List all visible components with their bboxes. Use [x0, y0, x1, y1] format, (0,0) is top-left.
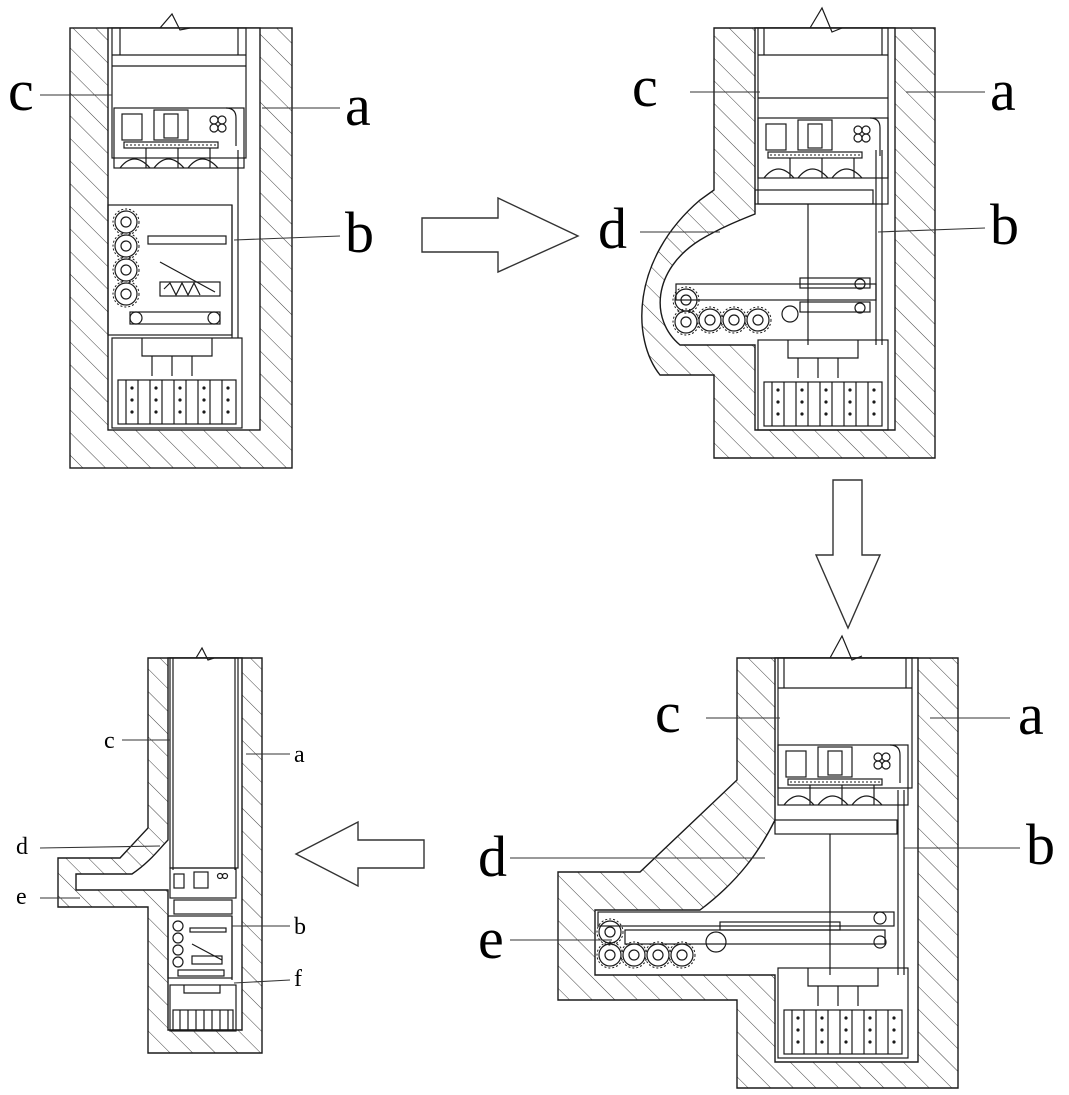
label-e-panel-4: e [16, 884, 27, 910]
label-b-panel-1: b [345, 200, 374, 265]
label-b-panel-3: b [1026, 812, 1055, 877]
arrow-right [421, 196, 580, 274]
label-b-panel-4: b [294, 914, 306, 940]
label-c-panel-2: c [632, 54, 658, 119]
label-f-panel-4: f [294, 966, 302, 992]
label-d-panel-4: d [16, 834, 28, 860]
arrow-down [814, 479, 882, 630]
panel-4 [57, 646, 263, 1054]
labels: c a b c a b d c a b d e c a d e b f [8, 54, 1055, 992]
label-a-panel-4: a [294, 742, 305, 768]
label-a-panel-3: a [1018, 682, 1044, 747]
label-b-panel-2: b [990, 192, 1019, 257]
label-a-panel-1: a [345, 73, 371, 138]
label-d-panel-2: d [598, 196, 627, 261]
label-d-panel-3: d [478, 824, 507, 889]
leader-lines [39, 91, 1020, 984]
panel-2 [641, 6, 936, 459]
label-c-panel-3: c [655, 680, 681, 745]
panel-1 [69, 12, 293, 469]
label-c-panel-4: c [104, 728, 115, 754]
arrow-left [294, 820, 425, 888]
panel-3 [557, 634, 959, 1089]
label-a-panel-2: a [990, 58, 1016, 123]
label-e-panel-3: e [478, 906, 504, 971]
label-c-panel-1: c [8, 58, 34, 123]
